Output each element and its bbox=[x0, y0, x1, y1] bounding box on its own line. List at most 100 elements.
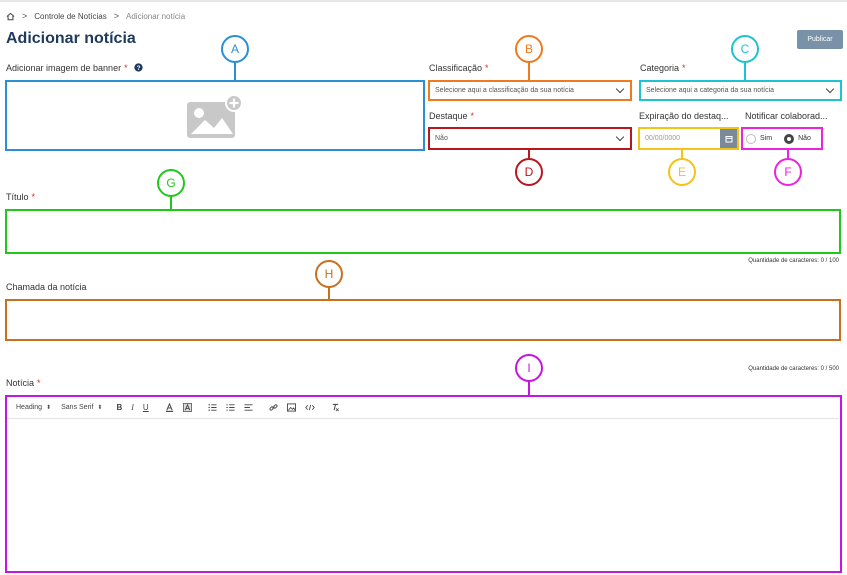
category-label: Categoria* bbox=[640, 63, 686, 73]
updown-icon: ⬍ bbox=[46, 405, 52, 411]
home-icon[interactable] bbox=[6, 12, 15, 21]
bullet-list-button[interactable] bbox=[226, 403, 235, 412]
category-placeholder: Selecione aqui a categoria da sua notíci… bbox=[646, 87, 775, 94]
highlight-label-text: Destaque bbox=[429, 111, 468, 121]
bullet-list-icon bbox=[226, 404, 235, 411]
callout-h: H bbox=[315, 260, 343, 288]
counter-value: 0 / 100 bbox=[820, 258, 839, 264]
required-asterisk: * bbox=[124, 63, 128, 73]
classification-select[interactable]: Selecione aqui a classificação da sua no… bbox=[428, 80, 632, 101]
publish-button[interactable]: Publicar bbox=[797, 30, 843, 49]
background-color-icon bbox=[182, 403, 192, 412]
chevron-down-icon bbox=[825, 84, 835, 94]
banner-upload-area[interactable] bbox=[5, 80, 425, 151]
background-color-button[interactable] bbox=[182, 403, 192, 412]
svg-text:?: ? bbox=[137, 65, 141, 72]
ordered-list-icon bbox=[208, 404, 217, 411]
news-body-label-text: Notícia bbox=[6, 378, 35, 388]
notify-option-no[interactable]: Não bbox=[784, 133, 811, 144]
text-color-button[interactable] bbox=[165, 403, 174, 412]
notify-yes-label: Sim bbox=[760, 135, 773, 142]
category-select[interactable]: Selecione aqui a categoria da sua notíci… bbox=[639, 80, 842, 101]
breadcrumb-item-news-control[interactable]: Controle de Notícias bbox=[34, 11, 107, 21]
font-select-value: Sans Serif bbox=[61, 404, 94, 411]
required-asterisk: * bbox=[37, 378, 41, 388]
callout-a: A bbox=[221, 35, 249, 63]
chevron-right-icon: > bbox=[22, 11, 28, 21]
callout-stem-c bbox=[744, 61, 746, 80]
banner-label: Adicionar imagem de banner* ? bbox=[6, 63, 143, 73]
callout-g: G bbox=[157, 169, 185, 197]
notify-option-yes[interactable]: Sim bbox=[746, 133, 773, 144]
callout-stem-d bbox=[528, 150, 530, 159]
classification-placeholder: Selecione aqui a classificação da sua no… bbox=[435, 87, 574, 94]
callout-stem-g bbox=[170, 195, 172, 209]
summary-input[interactable] bbox=[5, 299, 841, 341]
clear-format-button[interactable] bbox=[331, 403, 340, 412]
bold-button[interactable]: B bbox=[116, 403, 123, 412]
expiration-label: Expiração do destaq... bbox=[639, 111, 729, 121]
chevron-right-icon: > bbox=[113, 11, 120, 21]
link-button[interactable] bbox=[269, 403, 278, 412]
code-button[interactable] bbox=[304, 403, 315, 412]
callout-stem-b bbox=[528, 61, 530, 80]
heading-select[interactable]: Heading ⬍ bbox=[16, 404, 51, 411]
calendar-button[interactable] bbox=[720, 129, 737, 148]
classification-label-text: Classificação bbox=[429, 63, 483, 73]
underline-button[interactable]: U bbox=[142, 403, 149, 412]
required-asterisk: * bbox=[31, 192, 36, 202]
highlight-value: Não bbox=[435, 135, 448, 142]
title-label-text: Título bbox=[6, 192, 29, 202]
top-divider bbox=[0, 0, 847, 2]
classification-label: Classificação* bbox=[429, 63, 489, 73]
help-icon[interactable]: ? bbox=[134, 63, 143, 72]
image-icon bbox=[286, 403, 296, 412]
callout-stem-f bbox=[787, 150, 789, 159]
radio-button[interactable] bbox=[746, 133, 756, 144]
callout-i: I bbox=[515, 354, 543, 382]
image-button[interactable] bbox=[286, 403, 296, 412]
notify-no-label: Não bbox=[798, 135, 811, 142]
callout-stem-a bbox=[234, 61, 236, 80]
title-label: Título* bbox=[6, 192, 35, 202]
breadcrumb: > Controle de Notícias > Adicionar notíc… bbox=[6, 9, 185, 23]
required-asterisk: * bbox=[682, 63, 686, 73]
news-body-editor[interactable] bbox=[5, 395, 842, 573]
counter-label: Quantidade de caracteres: bbox=[748, 366, 819, 372]
highlight-label: Destaque* bbox=[429, 111, 474, 121]
italic-button[interactable]: I bbox=[131, 403, 134, 412]
page-title: Adicionar notícia bbox=[6, 30, 136, 47]
callout-c: C bbox=[731, 35, 759, 63]
required-asterisk: * bbox=[470, 111, 475, 121]
updown-icon: ⬍ bbox=[97, 405, 103, 411]
ordered-list-button[interactable] bbox=[208, 403, 217, 412]
callout-e: E bbox=[668, 158, 696, 186]
callout-stem-i bbox=[528, 380, 530, 395]
required-asterisk: * bbox=[485, 63, 489, 73]
callout-b: B bbox=[515, 35, 543, 63]
news-body-label: Notícia* bbox=[6, 378, 41, 388]
summary-label: Chamada da notícia bbox=[6, 282, 87, 292]
editor-toolbar: Heading ⬍ Sans Serif ⬍ B I U bbox=[7, 397, 839, 419]
radio-button-selected[interactable] bbox=[784, 133, 795, 144]
callout-f: F bbox=[774, 158, 802, 186]
code-icon bbox=[304, 404, 315, 411]
text-color-icon bbox=[165, 403, 173, 412]
heading-select-value: Heading bbox=[16, 404, 43, 411]
summary-char-counter: Quantidade de caracteres: 0 / 500 bbox=[748, 366, 839, 372]
breadcrumb-item-current: Adicionar notícia bbox=[126, 11, 186, 21]
add-image-icon bbox=[187, 93, 243, 138]
title-input[interactable] bbox=[5, 209, 841, 254]
font-select[interactable]: Sans Serif ⬍ bbox=[61, 404, 102, 411]
clear-format-icon bbox=[332, 403, 339, 412]
align-left-icon bbox=[244, 404, 253, 411]
link-icon bbox=[269, 404, 278, 411]
calendar-icon bbox=[725, 135, 732, 142]
highlight-select[interactable]: Não bbox=[428, 127, 632, 150]
notify-label: Notificar colaborad... bbox=[745, 111, 828, 121]
chevron-down-icon bbox=[615, 132, 625, 142]
category-label-text: Categoria bbox=[640, 63, 680, 73]
banner-label-text: Adicionar imagem de banner bbox=[6, 63, 122, 73]
expiration-date-input[interactable]: 00/00/0000 bbox=[638, 127, 739, 150]
align-button[interactable] bbox=[244, 403, 253, 412]
